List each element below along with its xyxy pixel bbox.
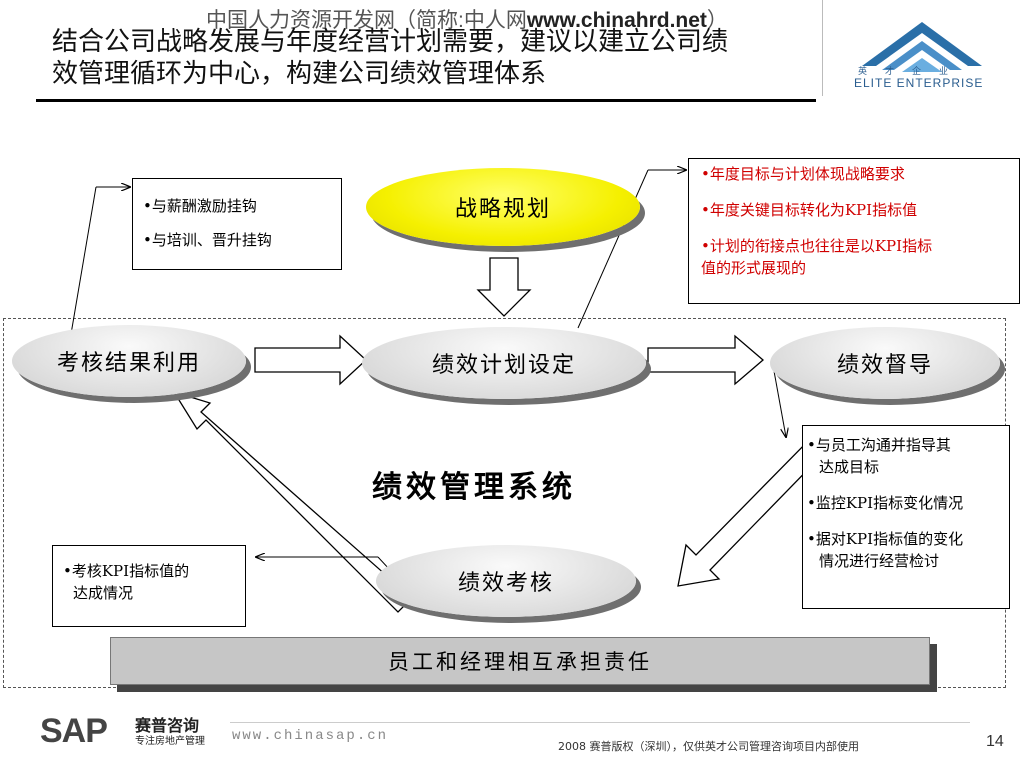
footer-rule: [230, 722, 970, 723]
sap-logo-icon: SAP: [40, 712, 108, 750]
line-arrow-strategy-note: [577, 169, 649, 329]
sap-logo-chinese: 赛普咨询: [135, 716, 200, 735]
node-supervise: 绩效督导: [770, 327, 1000, 399]
header-separator: [822, 0, 823, 96]
title-line-1: 结合公司战略发展与年度经营计划需要，建议以建立公司绩: [52, 27, 729, 57]
title-line-2: 效管理循环为中心，构建公司绩效管理体系: [52, 59, 547, 89]
note-supervise: •与员工沟通并指导其 达成目标 •监控KPI指标变化情况 •据对KPI指标值的变…: [802, 425, 1010, 609]
note-strategy: •年度目标与计划体现战略要求 •年度关键目标转化为KPI指标值 •计划的衔接点也…: [688, 158, 1020, 304]
note-item: 达成情况: [73, 584, 134, 602]
note-item: •与员工沟通并指导其: [807, 436, 951, 454]
node-plan: 绩效计划设定: [362, 327, 646, 399]
note-item: •年度目标与计划体现战略要求: [701, 165, 905, 183]
down-block-arrow: [476, 257, 532, 317]
node-result-use: 考核结果利用: [12, 325, 246, 397]
elite-enterprise-logo-icon: [862, 22, 982, 72]
note-result-use: •与薪酬激励挂钩 •与培训、晋升挂钩: [132, 178, 342, 270]
footer-copyright: 2008 赛普版权（深圳），仅供英才公司管理咨询项目内部使用: [558, 740, 859, 753]
line-arrow-result-note: [69, 186, 97, 341]
note-item: •考核KPI指标值的: [63, 562, 190, 580]
note-item: 达成目标: [819, 458, 880, 476]
note-item: •与培训、晋升挂钩: [143, 231, 272, 249]
note-item: 情况进行经营检讨: [819, 552, 940, 570]
node-strategy: 战略规划: [366, 168, 640, 246]
center-label: 绩效管理系统: [372, 470, 576, 505]
sap-logo-subtitle: 专注房地产管理: [135, 736, 205, 747]
note-item: •与薪酬激励挂钩: [143, 197, 257, 215]
right-block-arrow-1: [254, 334, 367, 386]
page-title: 结合公司战略发展与年度经营计划需要，建议以建立公司绩 效管理循环为中心，构建公司…: [52, 26, 812, 90]
page-number: 14: [986, 733, 1004, 750]
title-underline: [36, 99, 816, 102]
note-item: 值的形式展现的: [701, 259, 807, 277]
responsibility-banner: 员工和经理相互承担责任: [110, 637, 930, 685]
watermark-url: www.chinahrd.net: [526, 9, 707, 32]
note-evaluate: •考核KPI指标值的 达成情况: [52, 545, 246, 627]
watermark-text: 中国人力资源开发网（简称:中人网www.chinahrd.net）: [206, 9, 728, 32]
footer-url[interactable]: www.chinasap.cn: [232, 728, 389, 744]
note-item: •据对KPI指标值的变化: [807, 530, 964, 548]
note-item: •年度关键目标转化为KPI指标值: [701, 201, 918, 219]
node-evaluate: 绩效考核: [376, 545, 636, 617]
note-item: •监控KPI指标变化情况: [807, 494, 964, 512]
logo-chinese-text: 英才企业: [858, 67, 967, 77]
logo-english-text: ELITE ENTERPRISE: [854, 76, 984, 90]
right-block-arrow-2: [647, 334, 764, 386]
note-item: •计划的衔接点也往往是以KPI指标: [701, 237, 933, 255]
